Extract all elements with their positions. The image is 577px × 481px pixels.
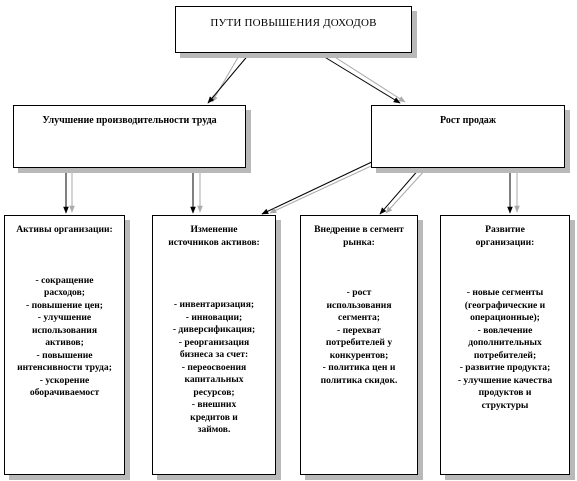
list-item: - инвентаризация; — [173, 299, 255, 310]
level2-box-productivity: Улучшение производительности труда — [13, 105, 246, 168]
level2-label-productivity: Улучшение производительности труда — [42, 115, 217, 126]
root-title: ПУТИ ПОВЫШЕНИЯ ДОХОДОВ — [210, 17, 377, 29]
column-development: Развитие организации: - новые сегменты (… — [440, 215, 570, 475]
column-list: - новые сегменты (географические и опера… — [443, 287, 567, 412]
level2-label-sales: Рост продаж — [439, 115, 497, 126]
column-asset-sources: Изменение источников активов: - инвентар… — [152, 215, 276, 475]
column-list: - инвентаризация; - инновации; - диверси… — [156, 299, 272, 437]
column-title: Активы организации: — [16, 224, 113, 235]
list-item: - ускорение оборачиваемост — [29, 374, 100, 399]
column-title: Изменение источников активов: — [168, 224, 260, 248]
list-item: - вовлечение дополнительных потребителей… — [468, 324, 542, 361]
list-item: - развитие продукта; — [459, 362, 551, 373]
list-item: - сокращение расходов; — [35, 274, 94, 299]
list-item: - реорганизация бизнеса за счет: — [178, 336, 250, 361]
column-title: Внедрение в сегмент рынка: — [314, 224, 404, 248]
column-list: - рост использования сегмента; - перехва… — [304, 287, 414, 387]
list-item: - диверсификация; — [172, 324, 256, 335]
list-item: - переосвоения капитальных ресурсов; — [181, 361, 247, 398]
level2-box-sales: Рост продаж — [371, 105, 565, 168]
list-item: - улучшение качества продуктов и структу… — [457, 374, 553, 411]
list-item: - внешних кредитов и займов. — [190, 399, 238, 435]
column-market-segment: Внедрение в сегмент рынка: - рост исполь… — [300, 215, 418, 475]
list-item: - новые сегменты (географические и опера… — [464, 287, 546, 323]
column-title: Развитие организации: — [475, 224, 535, 248]
list-item: - повышение интенсивности труда; — [17, 349, 112, 374]
column-list: - сокращение расходов; - повышение цен; … — [9, 275, 120, 400]
list-item: - повышение цен; — [26, 299, 103, 311]
column-assets: Активы организации: - сокращение расходо… — [4, 215, 125, 475]
list-item: - рост использования сегмента; — [326, 287, 392, 323]
list-item: - улучшение использования активов; — [31, 312, 98, 348]
list-item: - политика цен и политика скидок. — [320, 362, 398, 386]
root-box: ПУТИ ПОВЫШЕНИЯ ДОХОДОВ — [175, 6, 412, 53]
list-item: - перехват потребителей у конкурентов; — [325, 324, 393, 361]
list-item: - инновации; — [185, 311, 243, 323]
